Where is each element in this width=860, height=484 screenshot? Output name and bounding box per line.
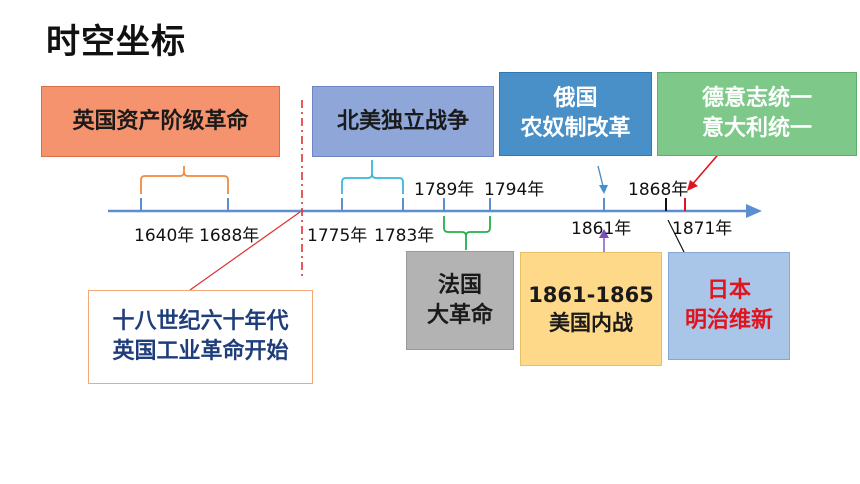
orange-brace xyxy=(140,166,229,194)
green-brace xyxy=(443,216,491,250)
label-1640: 1640年 xyxy=(134,226,195,246)
unification-arrow xyxy=(690,149,723,187)
russia-arrowhead xyxy=(599,185,608,194)
label-1775: 1775年 xyxy=(307,226,368,246)
page-title: 时空坐标 xyxy=(46,22,186,62)
meiji-connector xyxy=(667,219,685,253)
french-revolution-box: 法国 大革命 xyxy=(406,251,514,350)
label-1783: 1783年 xyxy=(374,226,435,246)
us-civil-war-box: 1861-1865 美国内战 xyxy=(520,252,662,366)
cyan-brace xyxy=(341,160,404,194)
timeline-arrowhead xyxy=(746,204,762,218)
label-1871: 1871年 xyxy=(672,219,733,239)
label-1688: 1688年 xyxy=(199,226,260,246)
label-1868: 1868年 xyxy=(628,180,689,200)
label-1861: 1861年 xyxy=(571,219,632,239)
russia-reform-box: 俄国 农奴制改革 xyxy=(499,72,652,156)
industrial-revolution-box: 十八世纪六十年代 英国工业革命开始 xyxy=(88,290,313,384)
meiji-restoration-box: 日本 明治维新 xyxy=(668,252,790,360)
industrial-connector xyxy=(189,211,301,291)
english-revolution-box: 英国资产阶级革命 xyxy=(41,86,280,157)
unification-box: 德意志统一 意大利统一 xyxy=(657,72,857,156)
civil-war-arrowhead xyxy=(599,229,609,238)
unification-arrowhead xyxy=(687,180,698,191)
label-1789: 1789年 xyxy=(414,180,475,200)
american-war-box: 北美独立战争 xyxy=(312,86,494,157)
label-1794: 1794年 xyxy=(484,180,545,200)
